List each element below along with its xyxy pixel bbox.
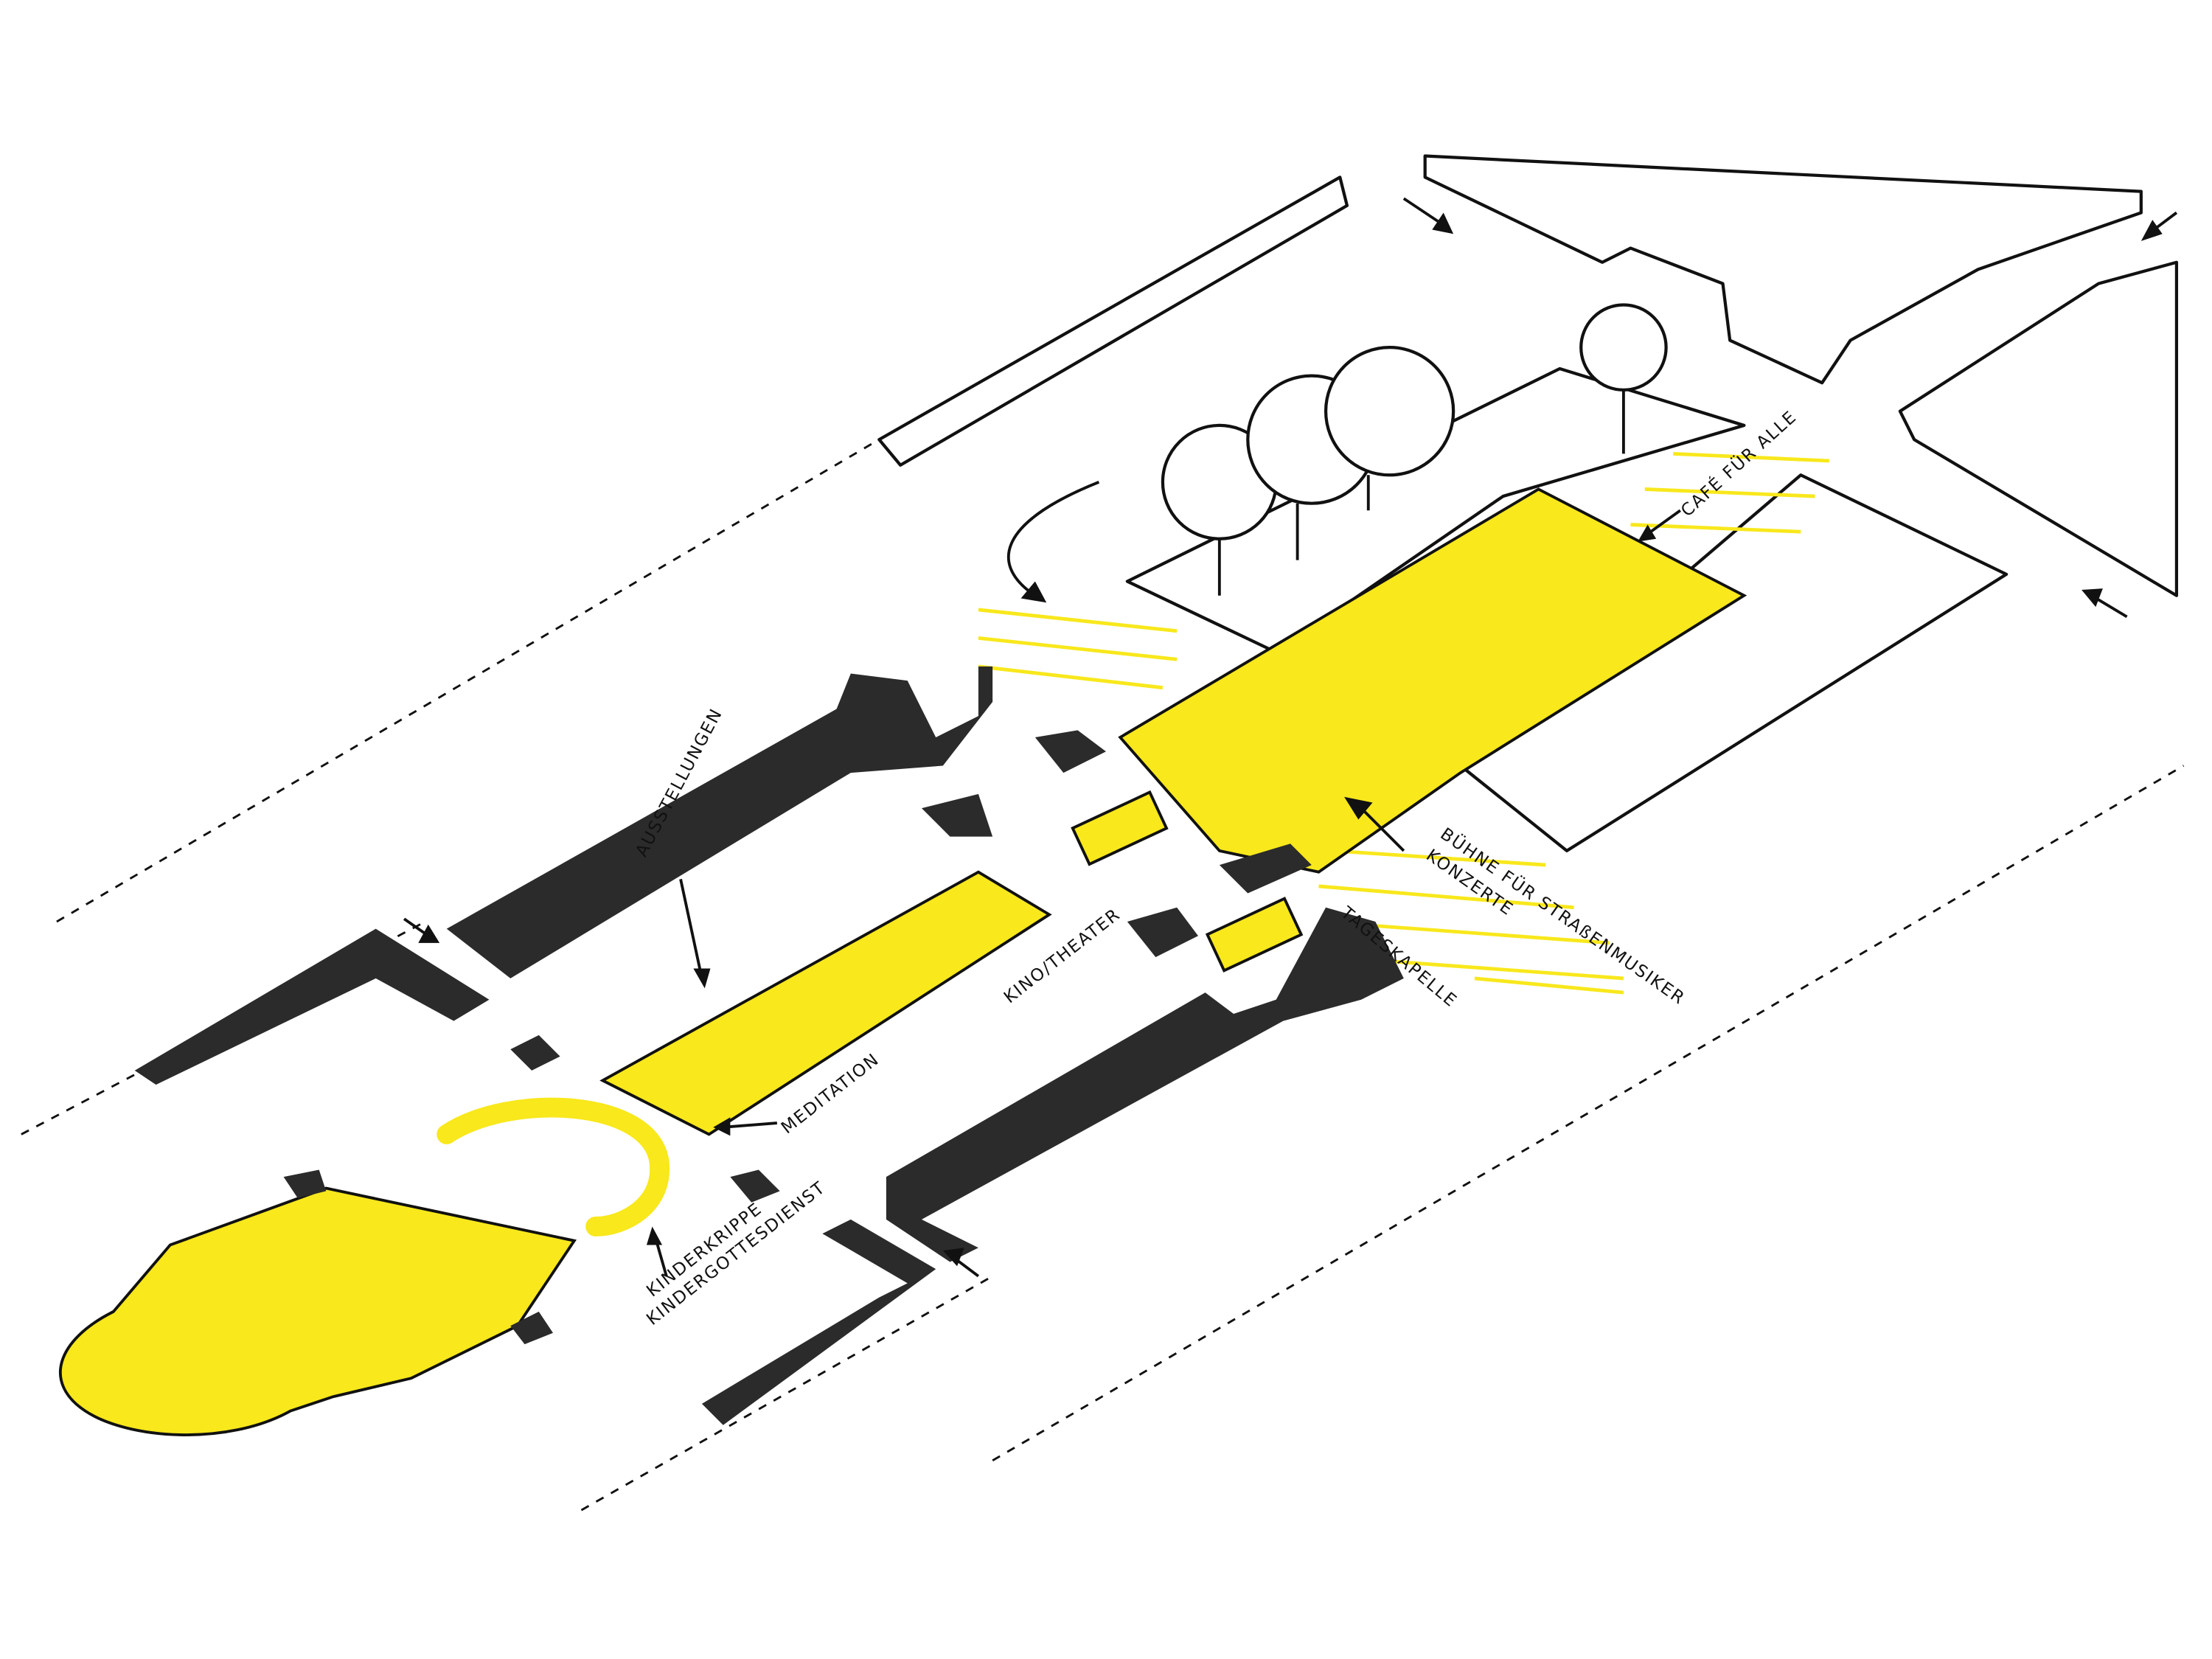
label-stage-line1: BÜHNE FÜR STRAßENMUSIKER xyxy=(1436,824,1689,1009)
plaza-yellow xyxy=(1118,487,1747,874)
label-childrens-service: KINDERGOTTESDIENST xyxy=(643,1178,830,1329)
nave-yellow xyxy=(599,870,1052,1136)
stage-platform xyxy=(1071,790,1169,866)
street-edge-upper xyxy=(56,438,880,923)
building-block-top xyxy=(877,175,1349,467)
church-walls xyxy=(134,666,1404,1425)
apse-yellow xyxy=(58,1186,577,1436)
street-edge-right xyxy=(992,765,2185,1462)
rolled-carpet xyxy=(1205,897,1304,973)
tree-courtyard xyxy=(1125,366,1746,654)
entrance-arrows xyxy=(403,197,2178,1278)
building-block-northeast xyxy=(1423,154,2143,385)
building-block-east xyxy=(1898,260,2179,597)
curved-bench-yellow xyxy=(437,1097,669,1237)
street-edge-lower xyxy=(580,1275,993,1512)
trees xyxy=(1161,303,1668,596)
